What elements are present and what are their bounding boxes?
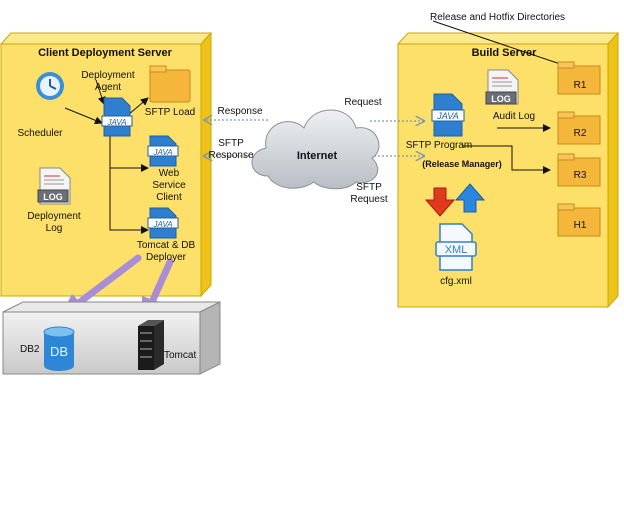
java-text-agent: JAVA (106, 118, 126, 127)
folder-h1-label: H1 (573, 220, 587, 231)
scheduler-clock-icon (36, 72, 64, 100)
java-text-deployer: JAVA (152, 220, 172, 229)
deployment-agent-label: Deployment Agent (81, 70, 135, 93)
java-text-sftp: JAVA (436, 111, 459, 121)
sftp-load-label: SFTP Load (144, 107, 196, 118)
java-text-web: JAVA (152, 148, 172, 157)
folder-h1-icon (557, 203, 601, 237)
scheduler-label: Scheduler (17, 128, 63, 139)
download-upload-icon (424, 183, 486, 217)
deployment-log-label: Deployment Log (27, 211, 81, 234)
network-arrows (204, 120, 424, 156)
cfg-label: cfg.xml (440, 276, 472, 287)
build-server-title: Build Server (471, 47, 537, 59)
deployment-log-icon (37, 167, 71, 205)
sftp-response-label: SFTP Response (208, 138, 254, 161)
tomcat-server-icon (138, 320, 164, 370)
folder-r3-icon (557, 153, 601, 187)
target-platform (2, 301, 221, 375)
build-connectors (462, 124, 551, 174)
audit-log-label: Audit Log (492, 111, 536, 122)
java-icon-sftp-program (431, 93, 465, 137)
internet-label: Internet (296, 150, 338, 162)
folder-r2-label: R2 (573, 128, 587, 139)
xml-config-icon (435, 223, 477, 271)
sftp-load-folder-icon (149, 65, 191, 103)
web-service-client-label: Web Service Client (152, 168, 186, 203)
folder-r3-label: R3 (573, 170, 587, 181)
java-icon-agent (101, 97, 133, 137)
sftp-request-label: SFTP Request (350, 182, 388, 205)
folder-r2-icon (557, 111, 601, 145)
java-icon-web-service (147, 135, 179, 167)
tomcat-db-deployer-label: Tomcat & DB Deployer (136, 240, 196, 263)
release-hotfix-callout: Release and Hotfix Directories (430, 12, 566, 23)
log-text-deployment: LOG (43, 192, 63, 202)
db2-label: DB2 (20, 344, 40, 355)
deploy-arrows (76, 254, 174, 306)
client-connectors (64, 79, 149, 234)
client-server-box (0, 31, 213, 298)
tomcat-label: Tomcat (164, 350, 197, 361)
response-label: Response (217, 106, 263, 117)
log-text-audit: LOG (491, 94, 511, 104)
java-icon-deployer (147, 207, 179, 239)
internet-cloud (251, 109, 380, 190)
audit-log-icon (485, 69, 519, 105)
db-icon-text: DB (50, 344, 68, 359)
callout-line (432, 20, 579, 71)
request-label: Request (344, 97, 382, 108)
folder-r1-label: R1 (573, 80, 587, 91)
client-server-title: Client Deployment Server (38, 47, 172, 59)
release-manager-label: (Release Manager) (422, 159, 502, 169)
sftp-program-label: SFTP Program (405, 140, 473, 151)
folder-r1-icon (557, 61, 601, 95)
xml-text: XML (445, 244, 468, 256)
db-cylinder-icon: DB (43, 326, 75, 371)
